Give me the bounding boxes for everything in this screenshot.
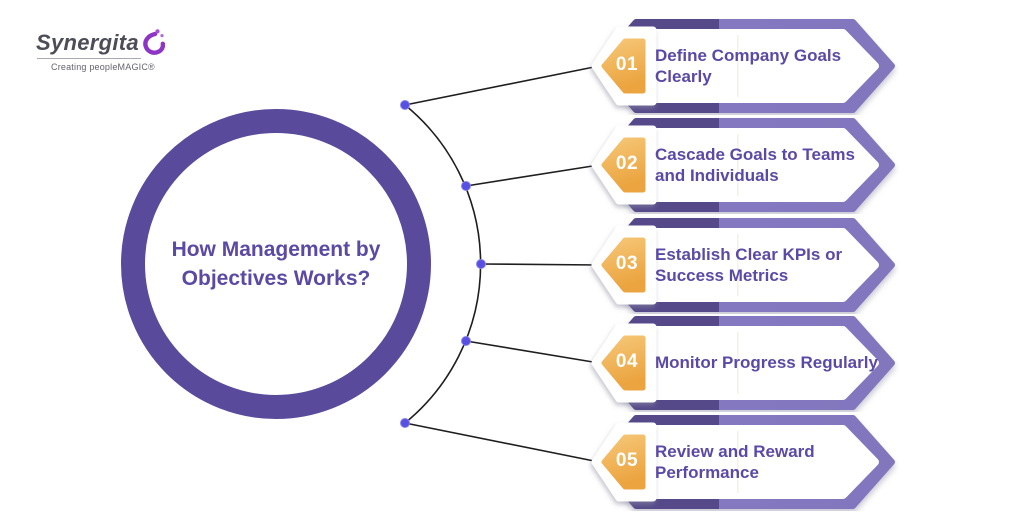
step-number: 04 [615, 351, 639, 372]
logo: Synergita Creating peopleMAGIC® [36, 28, 165, 72]
banner-crease [737, 332, 739, 394]
logo-swirl-icon [143, 29, 165, 55]
connector-dot-5 [400, 418, 410, 428]
connector-dot-4 [461, 336, 471, 346]
step-banner-1: 01 Define Company Goals Clearly [585, 17, 900, 115]
step-label: Define Company Goals Clearly [655, 45, 842, 86]
center-ring [121, 109, 431, 419]
logo-wordmark: Synergita [36, 30, 139, 55]
connector-dot-1 [400, 100, 410, 110]
connector-line-4 [465, 340, 600, 364]
logo-tagline: Creating peopleMAGIC® [51, 62, 155, 72]
number-badge-shape [601, 38, 646, 94]
logo-divider [37, 58, 141, 59]
step-banner-3: 03 Establish Clear KPIs or Success Metri… [585, 216, 900, 314]
connector-dot-2 [461, 181, 471, 191]
step-number: 05 [615, 450, 639, 471]
connector-line-1 [404, 65, 600, 106]
step-label: Monitor Progress Regularly [655, 353, 878, 373]
step-banner-shape [591, 19, 895, 113]
number-badge-shape [601, 137, 646, 193]
step-label: Establish Clear KPIs or Success Metrics [655, 244, 843, 285]
step-banner-4: 04 Monitor Progress Regularly [585, 314, 900, 412]
step-label: Cascade Goals to Teams and Individuals [655, 144, 855, 185]
step-banner-shape [591, 415, 895, 509]
banner-crease [737, 134, 739, 196]
step-number: 02 [615, 153, 639, 174]
step-label: Review and Reward Performance [655, 441, 815, 482]
connector-dot-3 [476, 259, 486, 269]
connector-line-2 [465, 164, 600, 187]
step-banner-shape [591, 218, 895, 312]
step-number: 03 [615, 253, 639, 274]
step-banner-shape [591, 118, 895, 212]
step-banner-shape [591, 316, 895, 410]
connector-line-3 [480, 263, 600, 266]
number-badge-shape [601, 434, 646, 490]
number-badge-shape [601, 237, 646, 293]
connector-line-5 [404, 422, 600, 463]
step-banner-2: 02 Cascade Goals to Teams and Individual… [585, 116, 900, 214]
banner-crease [737, 431, 739, 493]
banner-crease [737, 35, 739, 97]
circle-title: How Management by Objectives Works? [171, 237, 381, 290]
step-banner-5: 05 Review and Reward Performance [585, 413, 900, 511]
banner-crease [737, 234, 739, 296]
number-badge-shape [601, 335, 646, 391]
step-number: 01 [615, 54, 639, 75]
